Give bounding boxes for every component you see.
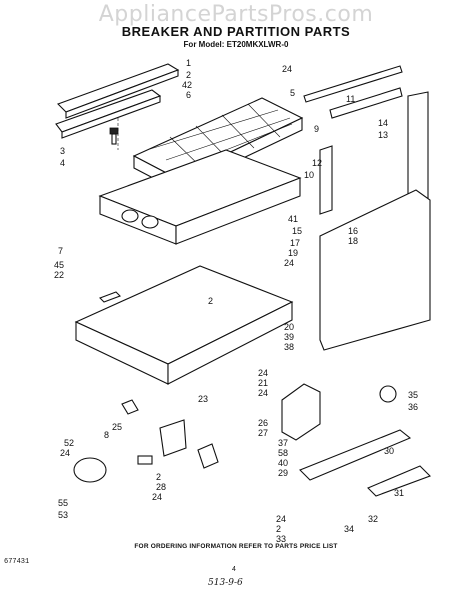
callout-labels: 1 2 42 6 3 4 24 5 11 9 14 13 12 10 41 15…	[54, 58, 418, 544]
part-left-small-parts	[73, 399, 219, 483]
part-partition-tray	[74, 265, 294, 385]
callout-label: 7	[58, 246, 63, 256]
callout-label: 24	[258, 368, 268, 378]
callout-label: 10	[304, 170, 314, 180]
callout-label: 24	[276, 514, 286, 524]
callout-label: 37	[278, 438, 288, 448]
callout-label: 2	[156, 472, 161, 482]
part-control-housing	[281, 383, 431, 497]
part-top-strip	[55, 63, 180, 150]
part-knob-right	[379, 385, 397, 403]
callout-label: 52	[64, 438, 74, 448]
callout-label: 38	[284, 342, 294, 352]
callout-label: 42	[182, 80, 192, 90]
callout-label: 2	[208, 296, 213, 306]
callout-label: 35	[408, 390, 418, 400]
callout-label: 24	[284, 258, 294, 268]
callout-label: 2	[186, 70, 191, 80]
callout-label: 34	[344, 524, 354, 534]
callout-label: 16	[348, 226, 358, 236]
callout-label: 24	[282, 64, 292, 74]
callout-label: 5	[290, 88, 295, 98]
callout-label: 1	[186, 58, 191, 68]
model-line: For Model: ET20MKXLWR-0	[183, 40, 289, 49]
callout-label: 3	[60, 146, 65, 156]
callout-label: 8	[104, 430, 109, 440]
callout-label: 26	[258, 418, 268, 428]
callout-label: 45	[54, 260, 64, 270]
callout-label: 30	[384, 446, 394, 456]
callout-label: 31	[394, 488, 404, 498]
callout-label: 32	[368, 514, 378, 524]
callout-label: 53	[58, 510, 68, 520]
ordering-info: FOR ORDERING INFORMATION REFER TO PARTS …	[134, 543, 338, 550]
callout-label: 15	[292, 226, 302, 236]
callout-label: 6	[186, 90, 191, 100]
callout-label: 21	[258, 378, 268, 388]
part-screw-left	[109, 127, 119, 145]
callout-label: 24	[152, 492, 162, 502]
callout-label: 9	[314, 124, 319, 134]
callout-label: 55	[58, 498, 68, 508]
part-right-panels	[303, 65, 431, 351]
callout-label: 27	[258, 428, 268, 438]
callout-label: 58	[278, 448, 288, 458]
part-breaker-grille	[132, 97, 304, 191]
callout-label: 13	[378, 130, 388, 140]
callout-label: 11	[346, 94, 355, 104]
callout-label: 22	[54, 270, 64, 280]
document-number: 677431	[4, 558, 30, 566]
callout-label: 40	[278, 458, 288, 468]
callout-label: 29	[278, 468, 288, 478]
callout-label: 24	[60, 448, 70, 458]
diagram-title: BREAKER AND PARTITION PARTS	[121, 24, 351, 39]
callout-label: 25	[112, 422, 122, 432]
page-number: 4	[232, 566, 236, 573]
part-breaker-body	[98, 149, 302, 245]
callout-label: 14	[378, 118, 388, 128]
callout-label: 33	[276, 534, 286, 544]
callout-label: 41	[288, 214, 298, 224]
callout-label: 19	[288, 248, 298, 258]
callout-label: 4	[60, 158, 65, 168]
callout-label: 17	[290, 238, 300, 248]
callout-label: 24	[258, 388, 268, 398]
callout-label: 18	[348, 236, 358, 246]
handwritten-note: 513-9-6	[208, 578, 243, 588]
callout-label: 36	[408, 402, 418, 412]
callout-label: 20	[284, 322, 294, 332]
callout-label: 39	[284, 332, 294, 342]
callout-label: 2	[276, 524, 281, 534]
callout-label: 12	[312, 158, 322, 168]
callout-label: 28	[156, 482, 166, 492]
callout-label: 23	[198, 394, 208, 404]
